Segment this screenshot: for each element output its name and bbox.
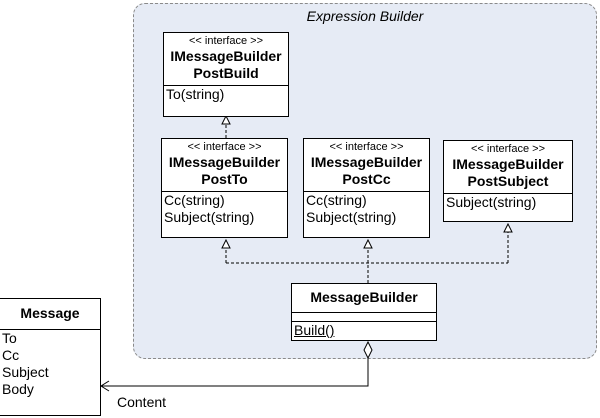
- stereotype-label: << interface >>: [329, 141, 404, 153]
- arrowhead-postsubject: [503, 222, 513, 233]
- static-method: Build(): [294, 322, 335, 338]
- interface-name-cont: PostCc: [342, 171, 391, 187]
- stereotype-label: << interface >>: [471, 143, 545, 155]
- method: Subject(string): [446, 194, 537, 210]
- arrowhead-postcc: [363, 238, 373, 249]
- attribute: To: [2, 330, 17, 346]
- interface-name-cont: PostSubject: [467, 173, 549, 189]
- class-name: Message: [20, 305, 80, 321]
- attribute: Subject: [2, 364, 49, 380]
- composition-line: [101, 358, 369, 387]
- interface-name-cont: PostBuild: [193, 65, 259, 81]
- method: To(string): [166, 86, 225, 102]
- interface-name: IMessageBuilder: [170, 48, 282, 64]
- package-title: Expression Builder: [306, 8, 424, 24]
- class-messagebuilder: MessageBuilder Build(): [291, 283, 437, 341]
- interface-name: IMessageBuilder: [452, 156, 564, 172]
- class-name: MessageBuilder: [310, 289, 418, 305]
- association-label: Content: [117, 394, 167, 410]
- arrowhead-postto: [221, 238, 231, 249]
- stereotype-label: << interface >>: [187, 141, 262, 153]
- interface-name-cont: PostTo: [201, 171, 248, 187]
- interface-name: IMessageBuilder: [310, 154, 423, 170]
- interface-postto: << interface >> IMessageBuilder PostTo C…: [161, 138, 288, 238]
- attribute: Cc: [2, 347, 20, 363]
- method: Subject(string): [164, 209, 255, 225]
- interface-postcc: << interface >> IMessageBuilder PostCc C…: [303, 138, 430, 238]
- interface-name: IMessageBuilder: [168, 154, 281, 170]
- composition-diamond: [363, 340, 373, 360]
- method: Subject(string): [306, 209, 397, 225]
- method: Cc(string): [306, 192, 367, 208]
- navigability-arrow: [100, 380, 110, 392]
- attribute: Body: [2, 381, 34, 397]
- class-message: Message To Cc Subject Body: [0, 298, 101, 416]
- attributes-compartment: [292, 313, 436, 322]
- interface-postbuild: << interface >> IMessageBuilder PostBuil…: [163, 32, 289, 117]
- stereotype-label: << interface >>: [189, 35, 263, 47]
- arrowhead-postbuild: [221, 114, 231, 125]
- interface-postsubject: << interface >> IMessageBuilder PostSubj…: [443, 140, 573, 222]
- method: Cc(string): [164, 192, 225, 208]
